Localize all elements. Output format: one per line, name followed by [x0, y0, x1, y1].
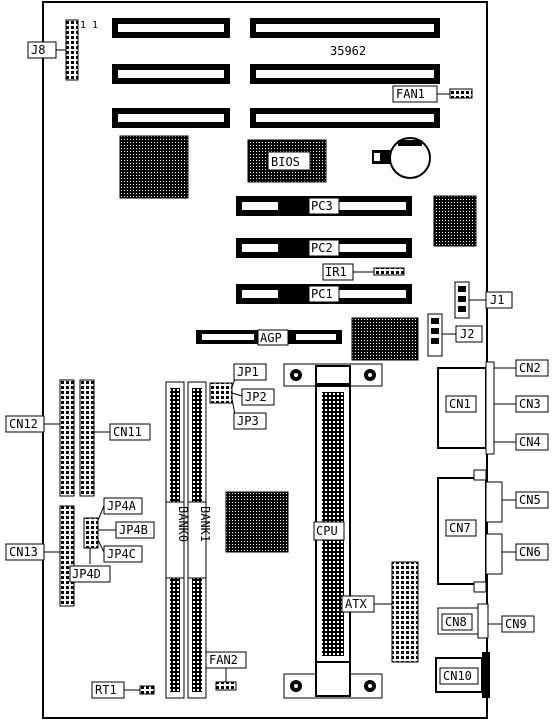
cn1-connector: CN1 — [437, 361, 495, 455]
dimm-bank1: BANK1 — [187, 381, 212, 699]
jp4d-label: JP4D — [72, 567, 101, 581]
cn2-label: CN2 — [519, 361, 541, 375]
j8-label: J8 — [31, 43, 45, 57]
jp4b-label: JP4B — [119, 523, 148, 537]
agp-label: AGP — [260, 331, 282, 345]
ir1-label: IR1 — [325, 265, 347, 279]
pc1-label: PC1 — [311, 287, 333, 301]
clock-chip — [225, 491, 289, 553]
battery — [372, 137, 431, 179]
j1-header: J1 — [454, 281, 513, 319]
jp3-label: JP3 — [237, 414, 259, 428]
cn10-label: CN10 — [443, 669, 472, 683]
cn2-connector: CN2 — [494, 359, 549, 377]
atx-power-connector: ATX — [341, 561, 419, 663]
cn8-label: CN8 — [445, 615, 467, 629]
bios-label: BIOS — [271, 155, 300, 169]
rt1-label: RT1 — [95, 683, 117, 697]
cn8-connector: CN8 — [437, 603, 489, 639]
j8-pin-marker: 1 1 — [80, 20, 98, 31]
cn1-label: CN1 — [449, 397, 471, 411]
j8-header: 1 1 J8 — [27, 19, 98, 81]
jp4a-label: JP4A — [107, 499, 137, 513]
cn9-label: CN9 — [505, 617, 527, 631]
fan1-label: FAN1 — [396, 87, 425, 101]
fan2-label: FAN2 — [209, 653, 238, 667]
jp4c-label: JP4C — [107, 547, 136, 561]
fan2-connector: FAN2 — [205, 651, 247, 691]
cn4-connector: CN4 — [494, 433, 549, 451]
cn5-label: CN5 — [519, 493, 541, 507]
cn3-label: CN3 — [519, 397, 541, 411]
bios-chip: BIOS — [247, 139, 327, 183]
dimm-bank0: BANK0 — [165, 381, 190, 699]
jp4-jumpers: JP4A JP4B JP4C JP4D — [69, 497, 155, 583]
j1-label: J1 — [490, 293, 504, 307]
cn4-label: CN4 — [519, 435, 541, 449]
j2-header: J2 — [427, 313, 483, 357]
rt1-connector: RT1 — [91, 681, 155, 699]
bank0-label: BANK0 — [176, 506, 190, 542]
isa-slots — [112, 18, 440, 128]
cn6-label: CN6 — [519, 545, 541, 559]
cn6-connector: CN6 — [502, 543, 549, 561]
cn7-label: CN7 — [449, 521, 471, 535]
pc2-label: PC2 — [311, 241, 333, 255]
cn5-connector: CN5 — [502, 491, 549, 509]
board-id-text: 35962 — [330, 44, 366, 58]
atx-label: ATX — [345, 597, 367, 611]
pci-slot-pc3: PC3 — [236, 196, 412, 216]
cn12-label: CN12 — [9, 417, 38, 431]
pci-slot-pc2: PC2 — [236, 238, 412, 258]
cn13-header: CN13 — [5, 505, 75, 607]
agp-slot: AGP — [196, 329, 342, 346]
jp2-label: JP2 — [245, 390, 267, 404]
cpu-label: CPU — [316, 524, 338, 538]
cpu-slot: CPU — [283, 363, 383, 699]
jp1-label: JP1 — [237, 365, 259, 379]
jp1-jp3-jumpers: JP1 JP2 JP3 — [209, 363, 275, 430]
fan1-connector: FAN1 — [392, 85, 473, 103]
cn3-connector: CN3 — [494, 395, 549, 413]
cn12-header: CN12 — [5, 379, 75, 497]
j2-label: J2 — [460, 327, 474, 341]
pci-slot-pc1: PC1 — [236, 284, 412, 304]
super-io-chip — [433, 195, 477, 247]
cn7-connector: CN7 — [437, 469, 503, 593]
pc3-label: PC3 — [311, 199, 333, 213]
cn10-connector: CN10 — [435, 652, 490, 698]
cn13-label: CN13 — [9, 545, 38, 559]
cn11-header: CN11 — [79, 379, 151, 497]
chipset-south — [351, 317, 419, 361]
bank1-label: BANK1 — [198, 506, 212, 542]
ir1-connector: IR1 — [322, 263, 405, 281]
chipset-north — [119, 135, 189, 199]
cn11-label: CN11 — [113, 425, 142, 439]
cn9-connector: CN9 — [488, 615, 535, 633]
